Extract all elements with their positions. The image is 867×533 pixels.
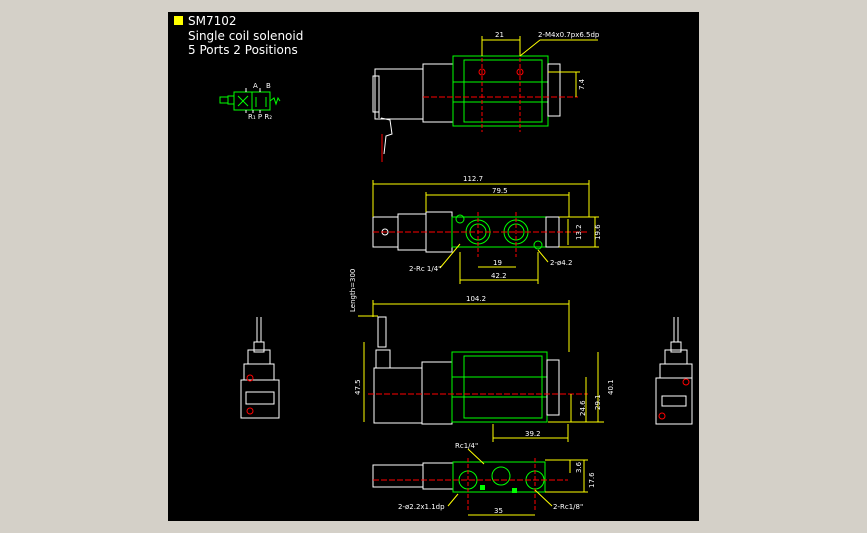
dim-rc14-single: Rc1/4" — [455, 442, 478, 450]
dim-port-rc18: 2-Rc1/8" — [553, 503, 583, 511]
dim-19: 19 — [493, 259, 502, 267]
dim-42-2: 42.2 — [491, 272, 507, 280]
dim-17-6: 17.6 — [588, 472, 596, 488]
title-block: SM7102 Single coil solenoid 5 Ports 2 Po… — [174, 14, 303, 57]
dim-7-4: 7.4 — [578, 78, 586, 90]
dim-29-1: 29.1 — [594, 394, 602, 410]
dim-3-6: 3.6 — [575, 461, 583, 473]
dim-19-6: 19.6 — [594, 224, 602, 240]
symbol-port-a: A — [253, 82, 258, 90]
dim-lead-length: Length=300 — [349, 269, 357, 312]
dim-112-7: 112.7 — [463, 175, 483, 183]
dim-thread: 2-M4x0.7px6.5dp — [538, 31, 600, 39]
dim-13-2: 13.2 — [575, 224, 583, 240]
dim-79-5: 79.5 — [492, 187, 508, 195]
title-code: SM7102 — [188, 14, 237, 28]
top-elevation-view — [372, 36, 598, 162]
dim-47-5: 47.5 — [354, 379, 362, 395]
right-end-view — [655, 317, 693, 425]
front-elevation-view — [358, 300, 604, 442]
dim-21: 21 — [495, 31, 504, 39]
dim-port-rc14: 2-Rc 1/4" — [409, 265, 441, 273]
cad-drawing: SM7102 Single coil solenoid 5 Ports 2 Po… — [174, 14, 693, 516]
dim-24-6: 24.6 — [579, 400, 587, 416]
dim-39-2: 39.2 — [525, 430, 541, 438]
dim-pin-hole: 2-ø2.2x1.1dp — [398, 503, 445, 511]
symbol-port-b: B — [266, 82, 271, 90]
symbol-ports-bottom: R₁ P R₂ — [248, 113, 272, 121]
left-end-view — [240, 317, 280, 419]
valve-symbol — [219, 88, 281, 113]
title-marker-icon — [174, 16, 183, 25]
dim-35: 35 — [494, 507, 503, 515]
dim-40-1: 40.1 — [607, 379, 615, 395]
dim-104-2: 104.2 — [466, 295, 486, 303]
title-line2: 5 Ports 2 Positions — [188, 43, 298, 57]
title-line1: Single coil solenoid — [188, 29, 303, 43]
bottom-view — [372, 448, 588, 516]
drawing-viewport[interactable]: SM7102 Single coil solenoid 5 Ports 2 Po… — [168, 12, 699, 521]
dim-hole-4-2: 2-ø4.2 — [550, 259, 572, 267]
plan-view — [372, 180, 599, 284]
